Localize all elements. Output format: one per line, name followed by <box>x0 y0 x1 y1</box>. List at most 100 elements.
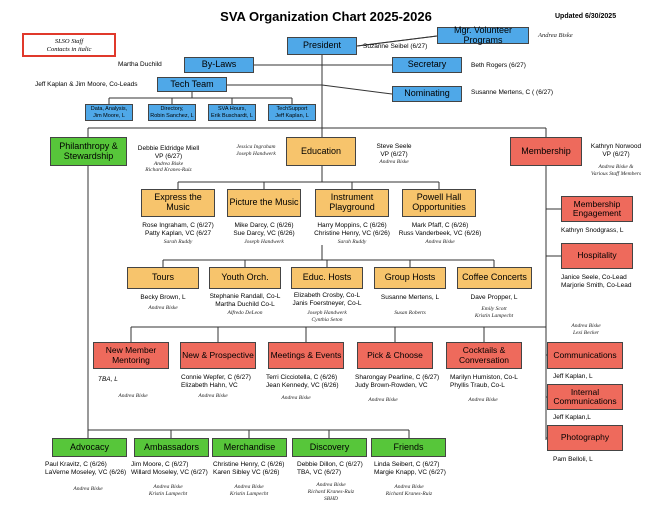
hospitality-box: Hospitality <box>561 243 633 269</box>
instrument-playground-person-2: Christine Henry, VC (6/26) <box>314 230 390 237</box>
tech-sub-data-box: Data, Analysis,Jim Moore, L <box>85 104 133 121</box>
communications-person-1: Jeff Kaplan, L <box>553 373 593 380</box>
techteam-person: Jeff Kaplan & Jim Moore, Co-Leads <box>35 81 138 88</box>
membership-contact-2: Various Staff Members <box>590 171 642 177</box>
youth-orch-contact: Alfredo DeLeon <box>227 310 263 316</box>
discovery-contact-3: SBHD <box>323 496 339 502</box>
youth-orch-person-2: Martha Duchild Co-L <box>215 301 275 308</box>
educ-hosts-contact-1: Joseph Handwerk <box>307 310 347 316</box>
cocktails-conversation-contact: Andrea Biske <box>468 397 498 403</box>
friends-person-2: Margie Knapp, VC (6/27) <box>374 469 446 476</box>
updated-date: Updated 6/30/2025 <box>555 13 617 20</box>
president-box: President <box>287 37 357 55</box>
pick-choose-person-2: Judy Brown-Rowden, VC <box>355 382 428 389</box>
tech-sub-line1: TechSupport <box>276 106 308 113</box>
membership-box: Membership <box>510 137 582 166</box>
tours-contact: Andrea Biske <box>148 305 178 311</box>
picture-music-contact: Joseph Handwerk <box>244 239 284 245</box>
membership-contact-1: Andrea Biske & <box>598 164 634 170</box>
express-music-box: Express the Music <box>141 189 215 217</box>
education-contact-3: Andrea Biske <box>379 159 409 165</box>
picture-music-person-1: Mike Darcy, C (6/26) <box>234 222 294 229</box>
photography-box: Photography <box>547 425 623 451</box>
picture-music-box: Picture the Music <box>227 189 301 217</box>
mgr-volunteer-contact: Andrea Biske <box>538 32 573 39</box>
philanthropy-box: Philanthropy & Stewardship <box>50 137 127 166</box>
tech-sub-line1: Directory, <box>160 106 184 113</box>
tech-sub-line2: Jeff Kaplan, L <box>275 112 309 119</box>
friends-person-1: Linda Seibert, C (6/27) <box>374 461 440 468</box>
educ-hosts-person-2: Janis Foerstneyer, Co-L <box>292 300 362 307</box>
coffee-concerts-contact-2: Kristin Lampecht <box>474 313 514 319</box>
coffee-concerts-person-1: Dave Propper, L <box>470 294 518 301</box>
merchandise-contact-1: Andrea Biske <box>234 484 264 490</box>
bylaws-person: Martha Duchild <box>118 61 162 68</box>
new-member-mentoring-contact: Andrea Biske <box>118 393 148 399</box>
ambassadors-box: Ambassadors <box>134 438 209 457</box>
ambassadors-person-1: Jim Moore, C (6/27) <box>131 461 189 468</box>
group-hosts-box: Group Hosts <box>374 267 446 289</box>
internal-communications-box: Internal Communications <box>547 384 623 410</box>
ambassadors-person-2: Willard Moseley, VC (6/27) <box>131 469 208 476</box>
techteam-box: Tech Team <box>157 77 227 92</box>
educ-hosts-contact-2: Cynthia Seton <box>311 317 343 323</box>
internal-communications-person-1: Jeff Kaplan,L <box>553 414 591 421</box>
cocktails-conversation-box: Cocktails & Conversation <box>446 342 522 369</box>
new-prospective-box: New & Prospective <box>180 342 256 369</box>
secretary-box: Secretary <box>392 57 462 73</box>
friends-box: Friends <box>371 438 446 457</box>
philanthropy-person-1: Debbie Eldridge Miell <box>137 145 200 152</box>
friends-contact-2: Richard Kranes-Ruiz <box>385 491 433 497</box>
philanthropy-contact-1: Andrea Biske <box>153 161 184 167</box>
advocacy-contact-1: Andrea Biske <box>73 486 103 492</box>
friends-contact-1: Andrea Biske <box>394 484 424 490</box>
picture-music-person-2: Sue Darcy, VC (6/26) <box>233 230 295 237</box>
education-box: Education <box>286 137 356 166</box>
advocacy-person-2: LaVerne Moseley, VC (6/26) <box>45 469 127 476</box>
merchandise-person-1: Christine Henry, C (6/26) <box>213 461 285 468</box>
legend-line-1: SLSO Staff <box>54 38 84 45</box>
powell-hall-box: Powell Hall Opportunities <box>402 189 476 217</box>
meetings-events-box: Meetings & Events <box>268 342 344 369</box>
education-contact-2: Joseph Handwerk <box>236 151 276 157</box>
membership-engagement-person-1: Kathryn Snodgrass, L <box>561 227 624 234</box>
powell-hall-person-1: Mark Pfaff, C (6/26) <box>411 222 469 229</box>
discovery-person-1: Debbie Dillon, C (6/27) <box>297 461 363 468</box>
connector-line <box>356 35 438 47</box>
hospitality-person-1: Janice Seele, Co-Lead <box>561 274 627 281</box>
pick-choose-person-1: Sharongay Pearline, C (6/27) <box>355 374 440 381</box>
new-prospective-person-1: Connie Wepfer, C (6/27) <box>181 374 251 381</box>
tours-box: Tours <box>127 267 199 289</box>
education-person-2: VP (6/27) <box>380 151 408 158</box>
discovery-contact-2: Richard Kranes-Ruiz <box>307 489 355 495</box>
instrument-playground-contact: Sarah Ruddy <box>337 239 367 245</box>
page-title: SVA Organization Chart 2025-2026 <box>220 9 432 24</box>
hospitality-person-2: Marjorie Smith, Co-Lead <box>561 282 632 289</box>
instrument-playground-box: Instrument Playground <box>315 189 389 217</box>
ambassadors-contact-2: Kristin Lampecht <box>148 491 188 497</box>
new-member-mentoring-box: New Member Mentoring <box>93 342 169 369</box>
communications-contact-2: Lexi Becker <box>572 330 600 336</box>
new-member-mentoring-person-1: TBA, L <box>98 376 118 383</box>
connector-line <box>321 84 393 95</box>
tech-sub-line2: Erik Buschardt, L <box>211 112 253 119</box>
pick-choose-contact: Andrea Biske <box>368 397 398 403</box>
education-person-1: Steve Seele <box>376 143 412 150</box>
advocacy-person-1: Paul Kravitz, C (6/26) <box>45 461 107 468</box>
express-music-person-2: Patty Kaplan, VC (6/27 <box>144 230 212 237</box>
group-hosts-person-1: Susanne Mertens, L <box>380 294 440 301</box>
membership-engagement-box: Membership Engagement <box>561 196 633 222</box>
powell-hall-person-2: Russ Vanderbeek, VC (6/26) <box>398 230 482 237</box>
merchandise-contact-2: Kristin Lampecht <box>229 491 269 497</box>
powell-hall-contact: Andrea Biske <box>425 239 455 245</box>
instrument-playground-person-1: Harry Moppins, C (6/26) <box>317 222 387 229</box>
youth-orch-box: Youth Orch. <box>209 267 281 289</box>
educ-hosts-person-1: Elizabeth Crosby, Co-L <box>293 292 361 299</box>
meetings-events-person-2: Jean Kennedy, VC (6/26) <box>266 382 339 389</box>
discovery-box: Discovery <box>292 438 367 457</box>
secretary-person: Beth Rogers (6/27) <box>471 62 526 69</box>
tech-sub-line2: Jim Moore, L <box>93 112 125 119</box>
nominating-box: Nominating <box>392 86 462 102</box>
tech-sub-directory-box: Directory,Robin Sanchez, L <box>148 104 196 121</box>
